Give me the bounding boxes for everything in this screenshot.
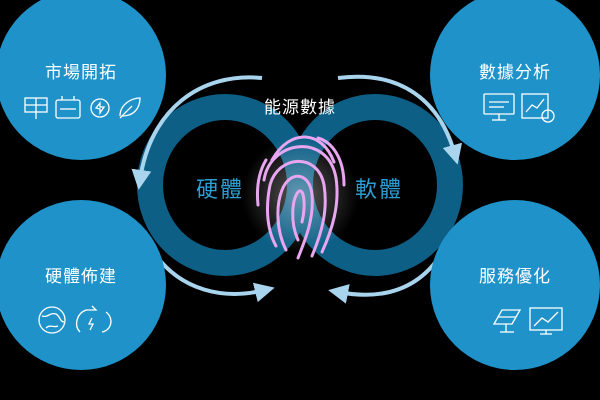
analysis-icons [483, 93, 555, 123]
arrow-top-right [337, 74, 463, 165]
transformer-icon [90, 98, 110, 118]
performance-chart-icon [529, 307, 563, 335]
service-icons [492, 307, 563, 335]
right-loop-label: 軟體 [355, 178, 404, 203]
center-title: 能源數據 [264, 98, 336, 118]
arrow-top-left [131, 75, 263, 190]
green-energy-icon [119, 97, 141, 119]
battery-storage-icon [55, 96, 81, 119]
data-monitor-icon [483, 93, 515, 121]
eco-globe-icon [38, 306, 66, 334]
market-development-node: 市場開拓 [0, 0, 166, 160]
market-icons [24, 96, 141, 119]
fingerprint-icon [242, 135, 358, 260]
solar-array-icon [492, 309, 522, 333]
recycle-power-icon [75, 305, 112, 333]
deployment-icons [38, 305, 112, 334]
node-title: 硬體佈建 [45, 267, 117, 287]
solar-panel-icon [24, 97, 48, 119]
service-optimization-node: 服務優化 [430, 200, 600, 370]
data-analysis-node: 數據分析 [430, 0, 600, 160]
node-title: 數據分析 [479, 63, 551, 83]
analytics-chart-icon [521, 93, 555, 123]
hardware-deployment-node: 硬體佈建 [0, 200, 166, 370]
node-title: 市場開拓 [45, 63, 117, 83]
node-title: 服務優化 [479, 267, 551, 287]
left-loop-label: 硬體 [196, 178, 245, 203]
